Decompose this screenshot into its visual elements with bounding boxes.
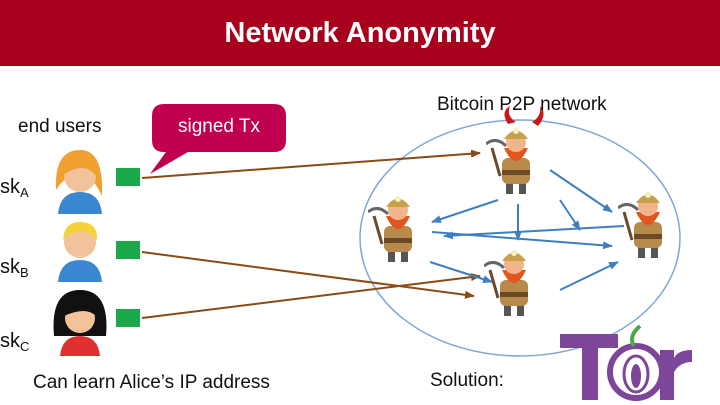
key-subscript: C bbox=[20, 339, 30, 354]
user-avatar-b bbox=[58, 222, 102, 282]
arrow-c-to-node bbox=[141, 273, 481, 319]
miner-node-right bbox=[618, 190, 664, 260]
packet-b bbox=[116, 241, 140, 259]
arrow-b-to-node bbox=[141, 251, 475, 299]
miner-node-bottom bbox=[484, 248, 530, 318]
network-label: Bitcoin P2P network bbox=[437, 94, 607, 115]
miner-node-left bbox=[368, 194, 414, 264]
tor-logo bbox=[560, 324, 692, 401]
key-subscript: A bbox=[20, 185, 29, 200]
key-prefix: sk bbox=[0, 256, 20, 278]
key-label-b: skB bbox=[0, 256, 29, 280]
key-prefix: sk bbox=[0, 176, 20, 198]
miner-node-top bbox=[486, 106, 544, 196]
packet-a bbox=[116, 168, 140, 186]
signed-tx-label: signed Tx bbox=[177, 116, 261, 137]
slide-title: Network Anonymity bbox=[224, 16, 496, 49]
key-subscript: B bbox=[20, 265, 29, 280]
arrow-a-to-node bbox=[141, 149, 481, 179]
key-prefix: sk bbox=[0, 330, 20, 352]
bottom-left-note: Can learn Alice’s IP address bbox=[33, 372, 270, 393]
user-avatar-c bbox=[53, 290, 107, 356]
title-bar: Network Anonymity bbox=[0, 0, 720, 66]
packet-c bbox=[116, 309, 140, 327]
end-users-label: end users bbox=[18, 116, 102, 137]
key-label-a: skA bbox=[0, 176, 29, 200]
key-label-c: skC bbox=[0, 330, 29, 354]
p2p-network-boundary bbox=[359, 119, 681, 357]
solution-label: Solution: bbox=[430, 370, 504, 391]
signed-tx-bubble bbox=[150, 104, 286, 174]
user-avatar-a bbox=[55, 150, 103, 214]
peer-links bbox=[429, 169, 625, 291]
